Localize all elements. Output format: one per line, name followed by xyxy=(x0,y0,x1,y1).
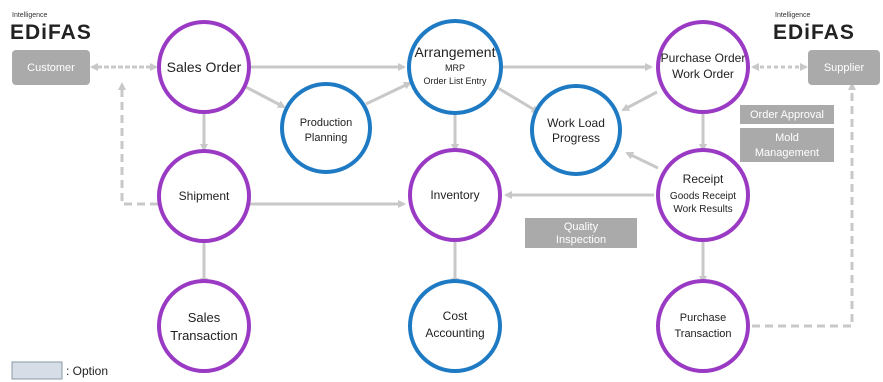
quality-inspection-box: Quality Inspection xyxy=(525,218,637,248)
node-cost-accounting: Cost Accounting xyxy=(408,279,502,373)
mold-management-label-line1: Mold xyxy=(775,132,799,144)
cost-accounting-label-line1: Cost xyxy=(443,309,468,323)
connectors xyxy=(90,63,856,328)
mold-management-label-line2: Management xyxy=(755,147,819,159)
node-arrangement: Arrangement MRP Order List Entry xyxy=(407,19,503,115)
logo-right: Intelligence EDiFAS xyxy=(773,12,855,44)
arrow-production-planning-to-arrangement xyxy=(365,81,412,106)
arrangement-label-line2: MRP xyxy=(445,63,465,73)
supplier-label: Supplier xyxy=(824,62,865,74)
node-purchase-order: Purchase Order Work Order xyxy=(656,20,750,114)
order-approval-label: Order Approval xyxy=(750,109,824,121)
logo-right-tagline: Intelligence xyxy=(775,12,811,19)
quality-inspection-label-line2: Inspection xyxy=(556,234,606,246)
node-shipment: Shipment xyxy=(157,149,251,243)
node-inventory: Inventory xyxy=(408,148,502,242)
sales-transaction-label-line2: Transaction xyxy=(170,328,237,343)
arrangement-label-line1: Arrangement xyxy=(415,44,496,60)
node-receipt: Receipt Goods Receipt Work Results xyxy=(656,148,750,242)
logo-left-brand: EDiFAS xyxy=(10,21,92,44)
arrow-shipment-to-customer xyxy=(118,82,158,206)
legend-label: : Option xyxy=(66,364,108,378)
sales-order-label: Sales Order xyxy=(167,59,242,75)
production-planning-label-line2: Planning xyxy=(305,132,348,144)
customer-box: Customer xyxy=(12,50,90,85)
node-work-load-progress: Work Load Progress xyxy=(530,84,622,176)
arrow-sales-order-to-production-planning xyxy=(243,84,286,109)
order-approval-box: Order Approval xyxy=(740,105,834,124)
mold-management-box: Mold Management xyxy=(740,128,834,162)
receipt-label-line3: Work Results xyxy=(673,204,732,215)
legend-swatch xyxy=(11,361,63,380)
cost-accounting-label-line2: Accounting xyxy=(425,326,484,340)
logo-right-brand: EDiFAS xyxy=(773,21,855,44)
purchase-order-label-line2: Work Order xyxy=(672,67,734,81)
purchase-order-label-line1: Purchase Order xyxy=(661,51,746,65)
inventory-label: Inventory xyxy=(430,188,479,202)
node-purchase-transaction: Purchase Transaction xyxy=(656,279,750,373)
quality-inspection-label-line1: Quality xyxy=(564,221,599,233)
arrow-purchase-transaction-to-supplier xyxy=(752,82,856,328)
purchase-transaction-label-line1: Purchase xyxy=(680,312,726,324)
work-load-label-line2: Progress xyxy=(552,131,600,145)
sales-transaction-label-line1: Sales xyxy=(188,310,221,325)
logo-left: Intelligence EDiFAS xyxy=(10,12,92,44)
receipt-label-line1: Receipt xyxy=(683,172,724,186)
arrow-receipt-to-work-load xyxy=(625,151,659,170)
node-production-planning: Production Planning xyxy=(280,82,372,174)
arrow-arrangement-to-work-load xyxy=(497,86,540,114)
node-sales-transaction: Sales Transaction xyxy=(157,279,251,373)
customer-label: Customer xyxy=(27,62,75,74)
arrow-purchase-order-to-work-load xyxy=(621,90,658,112)
node-sales-order: Sales Order xyxy=(157,20,251,114)
legend: : Option xyxy=(11,361,108,380)
supplier-box: Supplier xyxy=(808,50,880,85)
receipt-label-line2: Goods Receipt xyxy=(670,191,736,202)
production-planning-label-line1: Production xyxy=(300,117,353,129)
shipment-label: Shipment xyxy=(179,189,230,203)
purchase-transaction-label-line2: Transaction xyxy=(674,328,731,340)
logo-left-tagline: Intelligence xyxy=(12,12,48,19)
work-load-label-line1: Work Load xyxy=(547,116,605,130)
arrangement-label-line3: Order List Entry xyxy=(423,76,487,86)
